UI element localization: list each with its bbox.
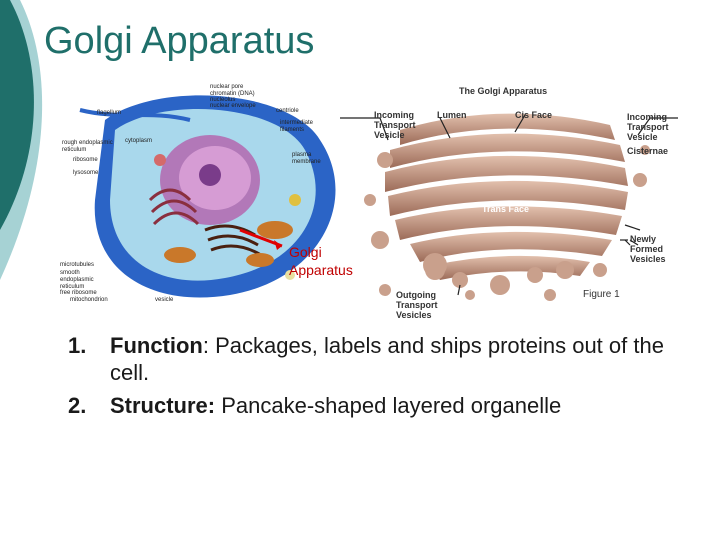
point-list: 1.Function: Packages, labels and ships p… xyxy=(68,332,708,425)
animal-cell-illustration xyxy=(79,95,336,298)
golgi-label: Lumen xyxy=(437,110,467,120)
cell-label: vesicle xyxy=(155,297,174,303)
cell-label: nucleolus xyxy=(210,97,236,103)
cell-label: smooth endoplasmic reticulum xyxy=(60,270,94,290)
cell-label: nuclear envelope xyxy=(210,103,256,109)
cell-label: ribosome xyxy=(73,157,98,163)
point-structure: 2.Structure: Pancake-shaped layered orga… xyxy=(68,393,562,418)
cell-label: cytoplasm xyxy=(125,138,153,144)
golgi-callout: Golgi Apparatus xyxy=(289,244,353,278)
cell-label: chromatin (DNA) xyxy=(210,91,255,97)
cell-label: centriole xyxy=(276,108,299,114)
cell-label: mitochondrion xyxy=(70,297,108,303)
golgi-label: Cis Face xyxy=(515,110,553,120)
cell-label: microtubules xyxy=(60,262,95,268)
cell-label: nuclear pore xyxy=(210,84,244,90)
cell-label: plasma membrane xyxy=(292,152,321,165)
golgi-label: Outgoing Transport Vesicles xyxy=(396,290,438,320)
cell-label: rough endoplasmic reticulum xyxy=(62,140,113,153)
golgi-label: Cisternae xyxy=(627,146,669,156)
cell-label: lysosome xyxy=(73,170,99,176)
golgi-label: Newly Formed Vesicles xyxy=(630,234,666,264)
cell-label: intermediate filaments xyxy=(280,120,314,133)
golgi-label: Trans Face xyxy=(482,204,530,214)
slide-title: Golgi Apparatus xyxy=(44,20,315,62)
figure-caption: Figure 1 xyxy=(583,289,620,300)
golgi-illustration xyxy=(340,113,678,301)
golgi-label: Incoming Transport Vesicle xyxy=(374,110,416,140)
slide-decoration xyxy=(0,0,43,280)
golgi-label: Incoming Transport Vesicle xyxy=(627,112,669,142)
point-function: 1.Function: Packages, labels and ships p… xyxy=(68,333,664,385)
cell-label: free ribosome xyxy=(60,290,97,296)
cell-label: flagellum xyxy=(97,110,122,116)
golgi-heading: The Golgi Apparatus xyxy=(459,86,548,96)
